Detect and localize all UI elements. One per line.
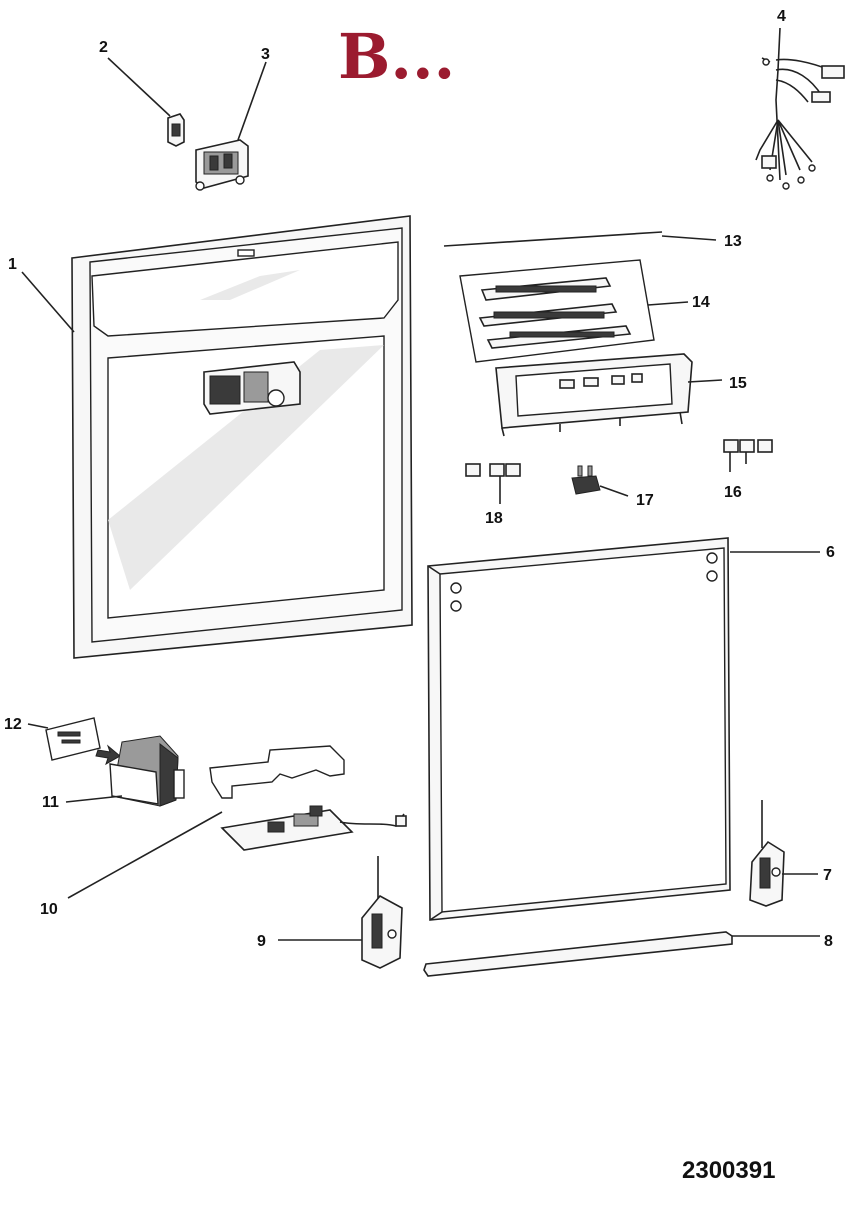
part-15-control-panel — [495, 353, 693, 437]
part-8-bottom-bar — [423, 931, 733, 977]
callout-9: 9 — [257, 933, 266, 950]
section-letter: B... — [338, 20, 455, 93]
callout-13: 13 — [724, 233, 742, 250]
part-1-inner-door — [71, 215, 413, 659]
part-18-buttons — [465, 463, 521, 477]
part-11-electronic-module — [109, 735, 185, 807]
callout-16: 16 — [724, 484, 742, 501]
part-17-switch — [571, 465, 601, 495]
part-10-control-board — [209, 745, 407, 851]
leader-14 — [647, 301, 689, 306]
leader-11 — [65, 795, 123, 803]
callout-1: 1 — [8, 256, 17, 273]
leader-2 — [107, 57, 171, 117]
drawing-number: 2300391 — [682, 1157, 775, 1184]
part-2-clip — [167, 113, 185, 147]
part-13-trim-strip — [443, 231, 663, 247]
callout-18: 18 — [485, 510, 503, 527]
callout-11: 11 — [42, 794, 59, 811]
leader-15 — [687, 379, 723, 383]
callout-17: 17 — [636, 492, 654, 509]
leader-1 — [21, 271, 75, 333]
callout-3: 3 — [261, 46, 270, 63]
part-16-buttons — [723, 439, 773, 453]
leader-17 — [599, 485, 629, 497]
part-9-left-hinge — [361, 856, 403, 969]
part-14-button-strips — [459, 259, 655, 363]
callout-14: 14 — [692, 294, 710, 311]
leader-13 — [661, 235, 717, 241]
callout-15: 15 — [729, 375, 747, 392]
leader-12 — [27, 723, 49, 729]
callout-6: 6 — [826, 544, 835, 561]
part-3-door-latch — [195, 139, 249, 191]
leader-3 — [237, 61, 267, 141]
part-12-rating-label — [45, 717, 101, 761]
callout-7: 7 — [823, 867, 832, 884]
callout-2: 2 — [99, 39, 108, 56]
callout-10: 10 — [40, 901, 58, 918]
leader-10 — [67, 811, 223, 899]
part-7-right-hinge — [749, 800, 785, 907]
part-4-wiring-harness — [755, 27, 845, 190]
callout-12: 12 — [4, 716, 22, 733]
part-6-outer-door — [427, 537, 731, 921]
callout-8: 8 — [824, 933, 833, 950]
arrow-icon — [95, 744, 121, 766]
callout-4: 4 — [777, 8, 786, 25]
